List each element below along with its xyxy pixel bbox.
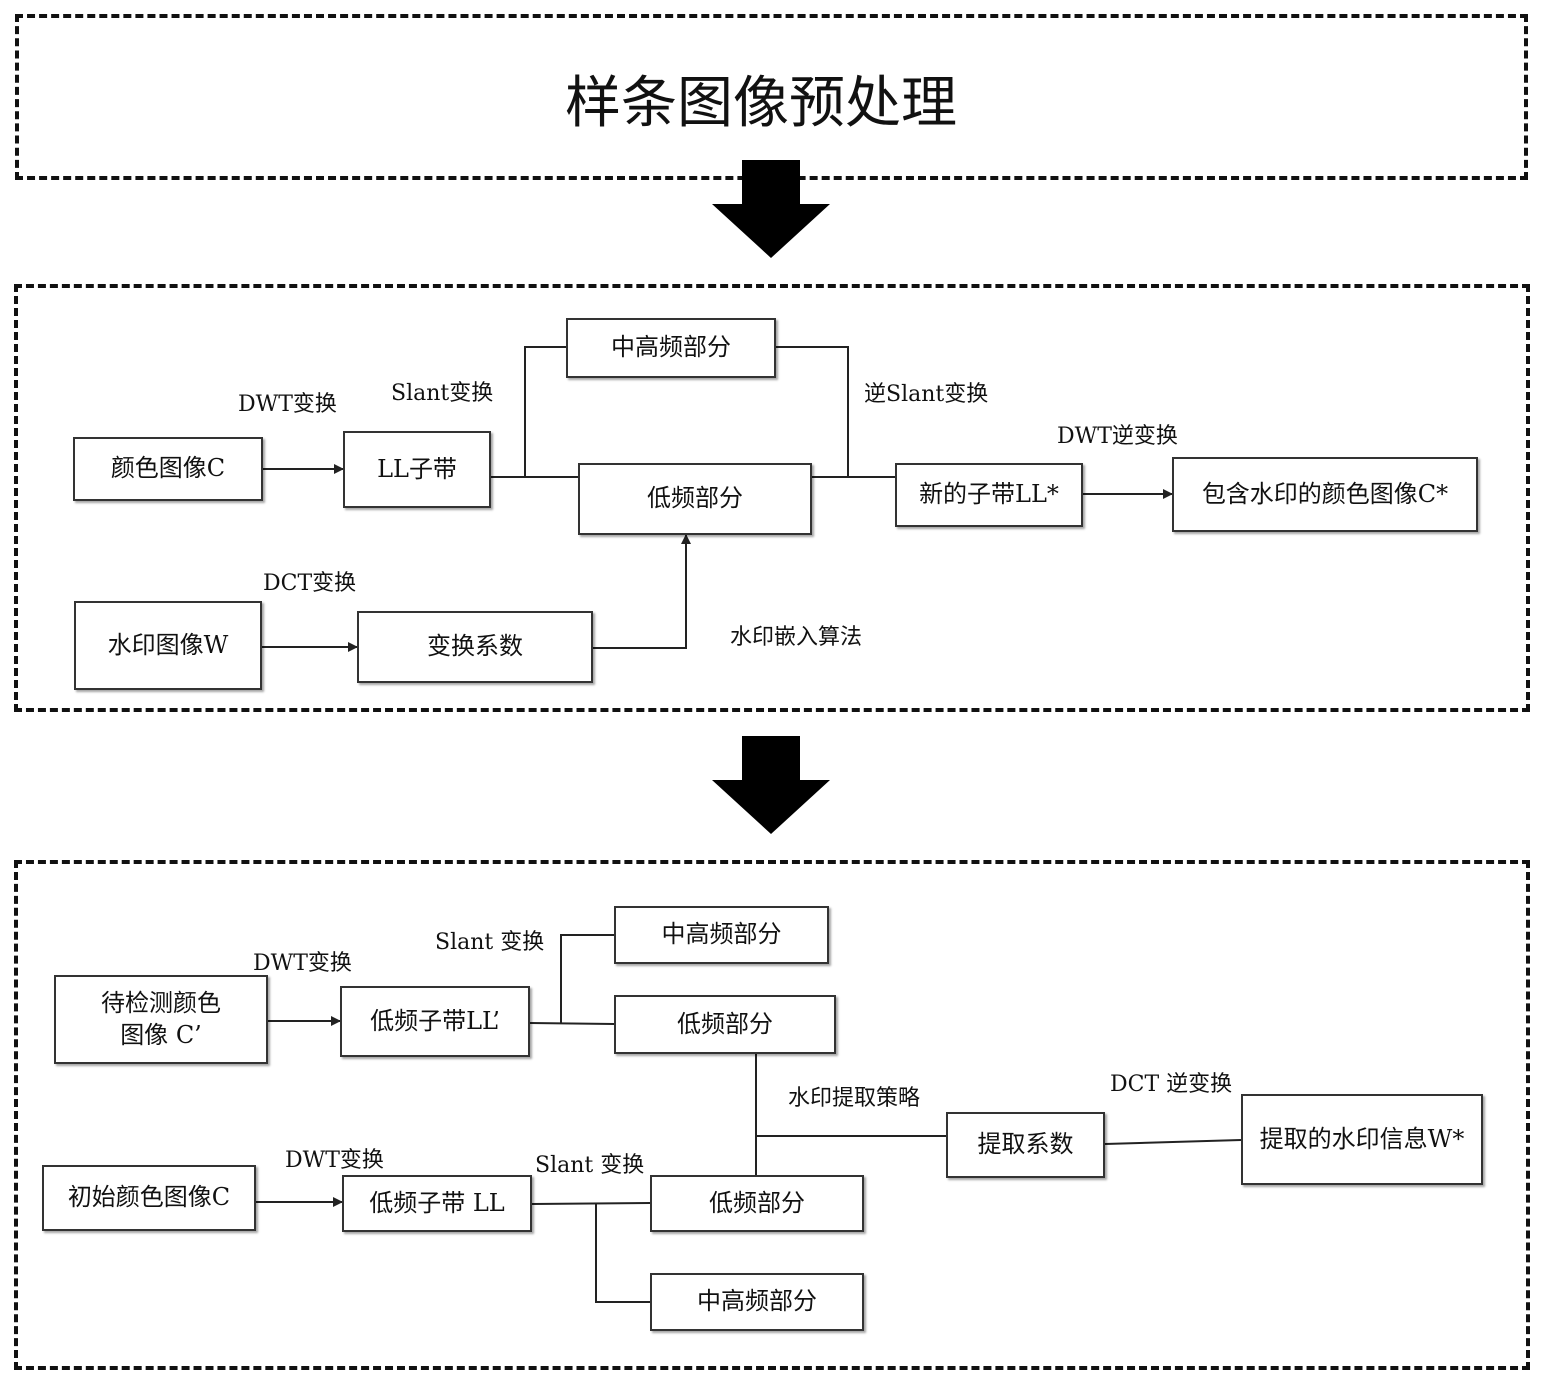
dwt-bottom-label: DWT变换 xyxy=(285,1148,384,1173)
flow-arrow-1 xyxy=(712,160,830,258)
dwt-label: DWT变换 xyxy=(238,392,337,417)
mid-high-frequency-box: 中高频部分 xyxy=(566,318,776,378)
mid-high-frequency-bottom-box: 中高频部分 xyxy=(650,1273,864,1331)
test-image-box: 待检测颜色 图像 C’ xyxy=(54,975,268,1064)
mid-high-frequency-top-box: 中高频部分 xyxy=(614,906,829,964)
dct-label: DCT变换 xyxy=(263,571,357,596)
ll-subband-box: LL子带 xyxy=(343,431,491,508)
low-subband-test-box: 低频子带LL’ xyxy=(340,986,530,1057)
extraction-panel xyxy=(14,860,1530,1370)
extract-coefficient-box: 提取系数 xyxy=(946,1112,1105,1178)
dwt-top-label: DWT变换 xyxy=(253,951,352,976)
slant-label: Slant变换 xyxy=(391,381,494,406)
slant-bottom-label: Slant 变换 xyxy=(535,1153,645,1178)
extract-strategy-label: 水印提取策略 xyxy=(788,1086,921,1111)
embed-algorithm-label: 水印嵌入算法 xyxy=(730,625,863,650)
watermarked-image-box: 包含水印的颜色图像C* xyxy=(1172,457,1478,532)
color-image-box: 颜色图像C xyxy=(73,437,263,501)
low-frequency-bottom-box: 低频部分 xyxy=(650,1175,864,1232)
extracted-watermark-box: 提取的水印信息W* xyxy=(1241,1094,1483,1185)
preprocess-title: 样条图像预处理 xyxy=(565,71,957,136)
embedding-panel xyxy=(14,284,1530,712)
inverse-slant-label: 逆Slant变换 xyxy=(864,382,989,407)
slant-top-label: Slant 变换 xyxy=(435,930,545,955)
flow-arrow-2 xyxy=(712,736,830,834)
new-subband-box: 新的子带LL* xyxy=(895,463,1083,527)
low-frequency-top-box: 低频部分 xyxy=(614,995,836,1054)
original-image-box: 初始颜色图像C xyxy=(42,1165,256,1231)
low-frequency-box: 低频部分 xyxy=(578,463,812,535)
inverse-dct-label: DCT 逆变换 xyxy=(1110,1072,1233,1097)
inverse-dwt-label: DWT逆变换 xyxy=(1057,424,1178,449)
low-subband-original-box: 低频子带 LL xyxy=(342,1175,532,1232)
transform-coefficient-box: 变换系数 xyxy=(357,611,593,683)
watermark-image-box: 水印图像W xyxy=(74,601,262,690)
